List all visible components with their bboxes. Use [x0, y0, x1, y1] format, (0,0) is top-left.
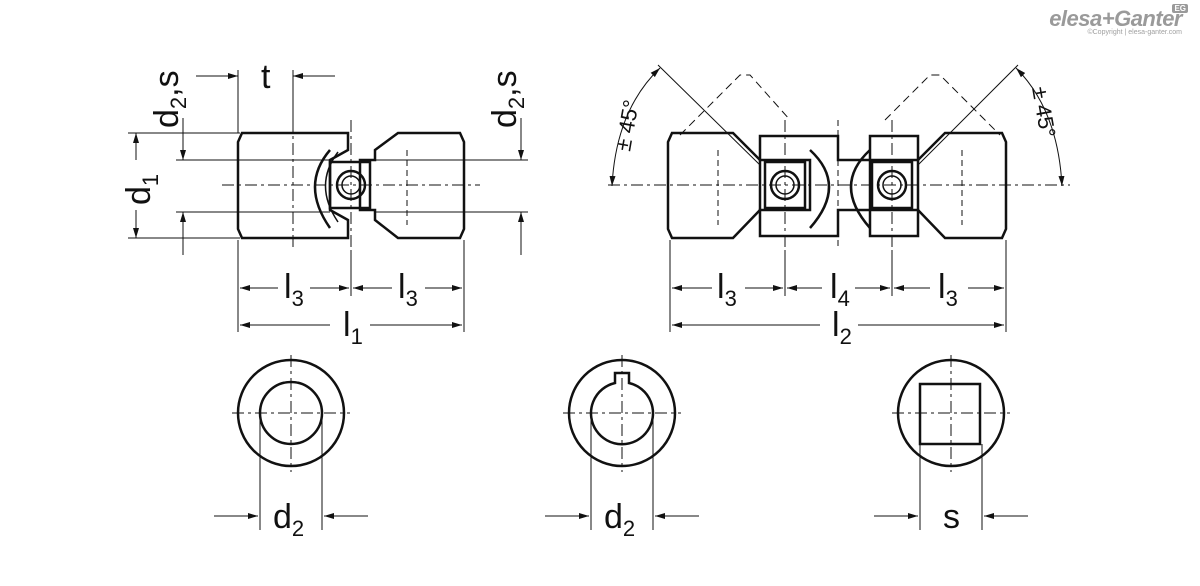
label-l3-left-a: l3	[284, 268, 304, 311]
brand-badge: EG	[1172, 4, 1188, 13]
label-d2-keyway: d2	[604, 498, 635, 541]
single-joint-side-view	[222, 120, 480, 250]
label-d1: d1	[120, 174, 163, 205]
label-l3-right-a: l3	[717, 268, 737, 311]
label-angle-left: ± 45°	[610, 98, 644, 153]
label-d2-round: d2	[273, 498, 304, 541]
end-view-keyway-bore	[545, 355, 699, 530]
end-view-round-bore	[214, 355, 368, 530]
label-l1: l1	[343, 306, 363, 349]
label-d2s-left: d2,s	[148, 70, 191, 128]
end-view-square-bore	[874, 355, 1028, 530]
double-joint-dimensions	[669, 240, 1007, 332]
label-d2s-right: d2,s	[486, 70, 529, 128]
brand-logo: EG elesa+Ganter ©Copyright | elesa-gante…	[1049, 4, 1188, 36]
brand-name: elesa+Ganter	[1049, 6, 1182, 31]
label-l2: l2	[832, 306, 852, 349]
brand-copyright: ©Copyright | elesa-ganter.com	[1087, 29, 1182, 36]
label-s: s	[943, 498, 960, 536]
label-l3-right-b: l3	[938, 268, 958, 311]
label-l4: l4	[830, 268, 850, 311]
double-joint-side-view	[608, 64, 1070, 250]
label-l3-left-b: l3	[398, 268, 418, 311]
single-joint-dimensions	[128, 70, 528, 332]
label-t: t	[261, 58, 271, 96]
label-angle-right: ± 45°	[1027, 85, 1061, 140]
